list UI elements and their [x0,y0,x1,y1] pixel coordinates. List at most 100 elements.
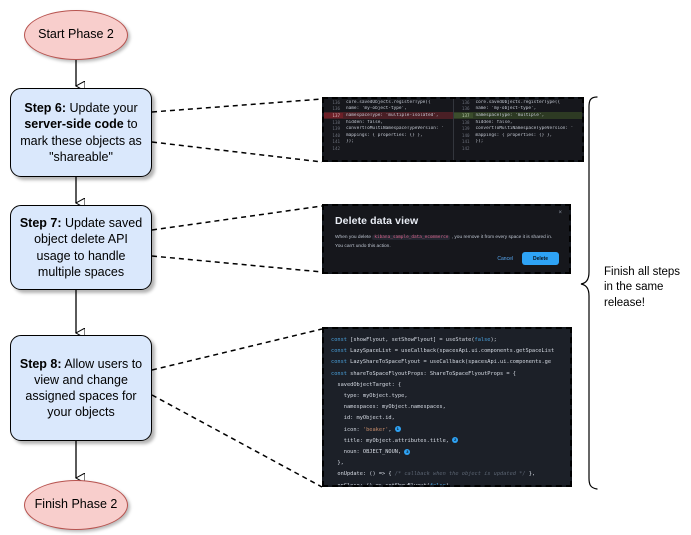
code-token: savedObjectTarget: { [331,381,402,388]
data-view-name: kibana_sample_data_ecommerce [372,235,451,240]
code-line: 140 mappings: { properties: {} }, [324,132,453,139]
code-token: icon: [331,426,363,433]
release-annotation-line-2: in the same [604,281,664,294]
dialog-actions: Cancel Delete [497,252,559,265]
code-token: id: myObject.id, [331,415,395,422]
code-token: /* callback when the object is updated *… [394,471,526,478]
callout-badge-icon: 2 [452,437,459,444]
node-step-7: Step 7: Update saved object delete API u… [10,205,152,290]
code-line: noun: OBJECT_NOUN, 3 [331,447,570,458]
line-text: name: 'my-object-type', [346,106,407,112]
code-token: [showFlyout, setShowFlyout] = useState( [350,337,475,343]
line-text: }); [475,139,484,145]
line-number: 142 [461,145,470,151]
line-text: mappings: { properties: {} }, [346,132,423,138]
delete-button[interactable]: Delete [521,252,559,265]
screenshot-delete-data-view-modal: × Delete data view When you delete kiban… [322,204,571,274]
line-text: core.savedObjects.registerType({ [475,99,561,105]
dialog-body: When you delete kibana_sample_data_ecomm… [335,234,558,252]
node-step-8-label: Step 8: Allow users to view and change a… [19,356,143,420]
code-token: false [474,337,491,343]
release-annotation-line-3: release! [604,296,645,309]
code-line: const LazyShareToSpaceFlyout = useCallba… [331,357,570,368]
code-line: 138 hidden: false, [324,119,453,126]
code-line: const shareToSpaceFlyoutProps: ShareToSp… [331,369,570,380]
line-number: 140 [461,132,470,138]
delete-data-view-dialog: × Delete data view When you delete kiban… [324,206,569,272]
code-token: noun: OBJECT_NOUN, [331,449,405,456]
node-start-phase-2: Start Phase 2 [24,10,128,60]
code-line: savedObjectTarget: { [331,380,570,391]
code-token: LazySpaceList = useCallback(spacesApi.ui… [350,348,555,355]
code-line: 139 convertToMultiNamespaceTypeVersion: ' [454,125,583,132]
code-token: }, [525,471,536,478]
line-number: 137 [324,112,343,118]
code-line: 141}); [454,139,583,146]
code-line: }, [331,458,570,469]
line-text: convertToMultiNamespaceTypeVersion: ' [475,126,574,132]
code-token: 'beaker' [362,426,389,433]
code-line: onClose: () => setShowFlyout(false), [331,481,570,487]
line-text: core.savedObjects.registerType({ [346,99,431,105]
line-number: 136 [461,99,470,105]
line-number: 136 [461,106,470,112]
close-icon[interactable]: × [558,210,562,216]
code-line: 141}); [324,139,453,146]
line-number: 138 [332,119,340,125]
code-line: 142 [324,145,453,152]
node-step-6-label: Step 6: Update your server-side code to … [20,101,142,164]
code-token: onUpdate: () => { [331,471,395,478]
node-start-label: Start Phase 2 [38,27,114,42]
code-line: onUpdate: () => { /* callback when the o… [331,469,570,480]
code-token: namespaces: myObject.namespaces, [331,404,446,411]
line-text: namespaceType: 'multiple-isolated', [346,112,439,118]
code-token: LazyShareToSpaceFlyout = useCallback(spa… [350,359,552,366]
node-step-7-label: Step 7: Update saved object delete API u… [19,216,143,279]
cancel-button[interactable]: Cancel [497,255,513,262]
release-annotation: Finish all steps in the same release! [604,265,690,311]
code-token: const [331,359,351,366]
callout-badge-icon: 1 [394,426,401,433]
line-number: 140 [332,132,340,138]
code-token: const [331,337,351,343]
line-number: 141 [332,139,340,145]
line-number: 141 [461,139,470,145]
line-text: hidden: false, [475,119,513,125]
node-finish-label: Finish Phase 2 [34,497,118,512]
code-line: type: myObject.type, [331,391,570,402]
node-step-8: Step 8: Allow users to view and change a… [10,335,152,441]
line-text: mappings: { properties: {} }, [475,132,553,138]
dialog-title: Delete data view [335,215,419,227]
line-number: 137 [453,112,473,118]
dialog-body-prefix: When you delete [335,235,372,240]
callout-badge-icon: 3 [404,448,411,455]
code-token: ), [445,482,453,487]
line-number: 139 [461,126,470,132]
tsx-code-block: const [showFlyout, setShowFlyout] = useS… [324,329,570,485]
screenshot-share-to-space-flyout-code: const [showFlyout, setShowFlyout] = useS… [322,327,572,487]
code-line: namespaces: myObject.namespaces, [331,402,570,413]
code-line: title: myObject.attributes.title, 2 [331,436,570,447]
line-text: hidden: false, [346,119,384,125]
code-token: , [388,426,395,433]
release-annotation-line-1: Finish all steps [604,266,681,278]
code-line: id: myObject.id, [331,413,570,424]
dialog-body-suffix: , you remove it from every space it is s… [335,235,553,249]
code-line: const LazySpaceList = useCallback(spaces… [331,346,570,357]
code-token: const [331,370,351,377]
code-token: onClose: () => setShowFlyout( [331,482,430,487]
code-line: 140 mappings: { properties: {} }, [454,132,583,139]
code-token: const [331,348,351,355]
line-number: 139 [332,126,340,132]
code-token: shareToSpaceFlyoutProps: ShareToSpaceFly… [350,370,516,377]
